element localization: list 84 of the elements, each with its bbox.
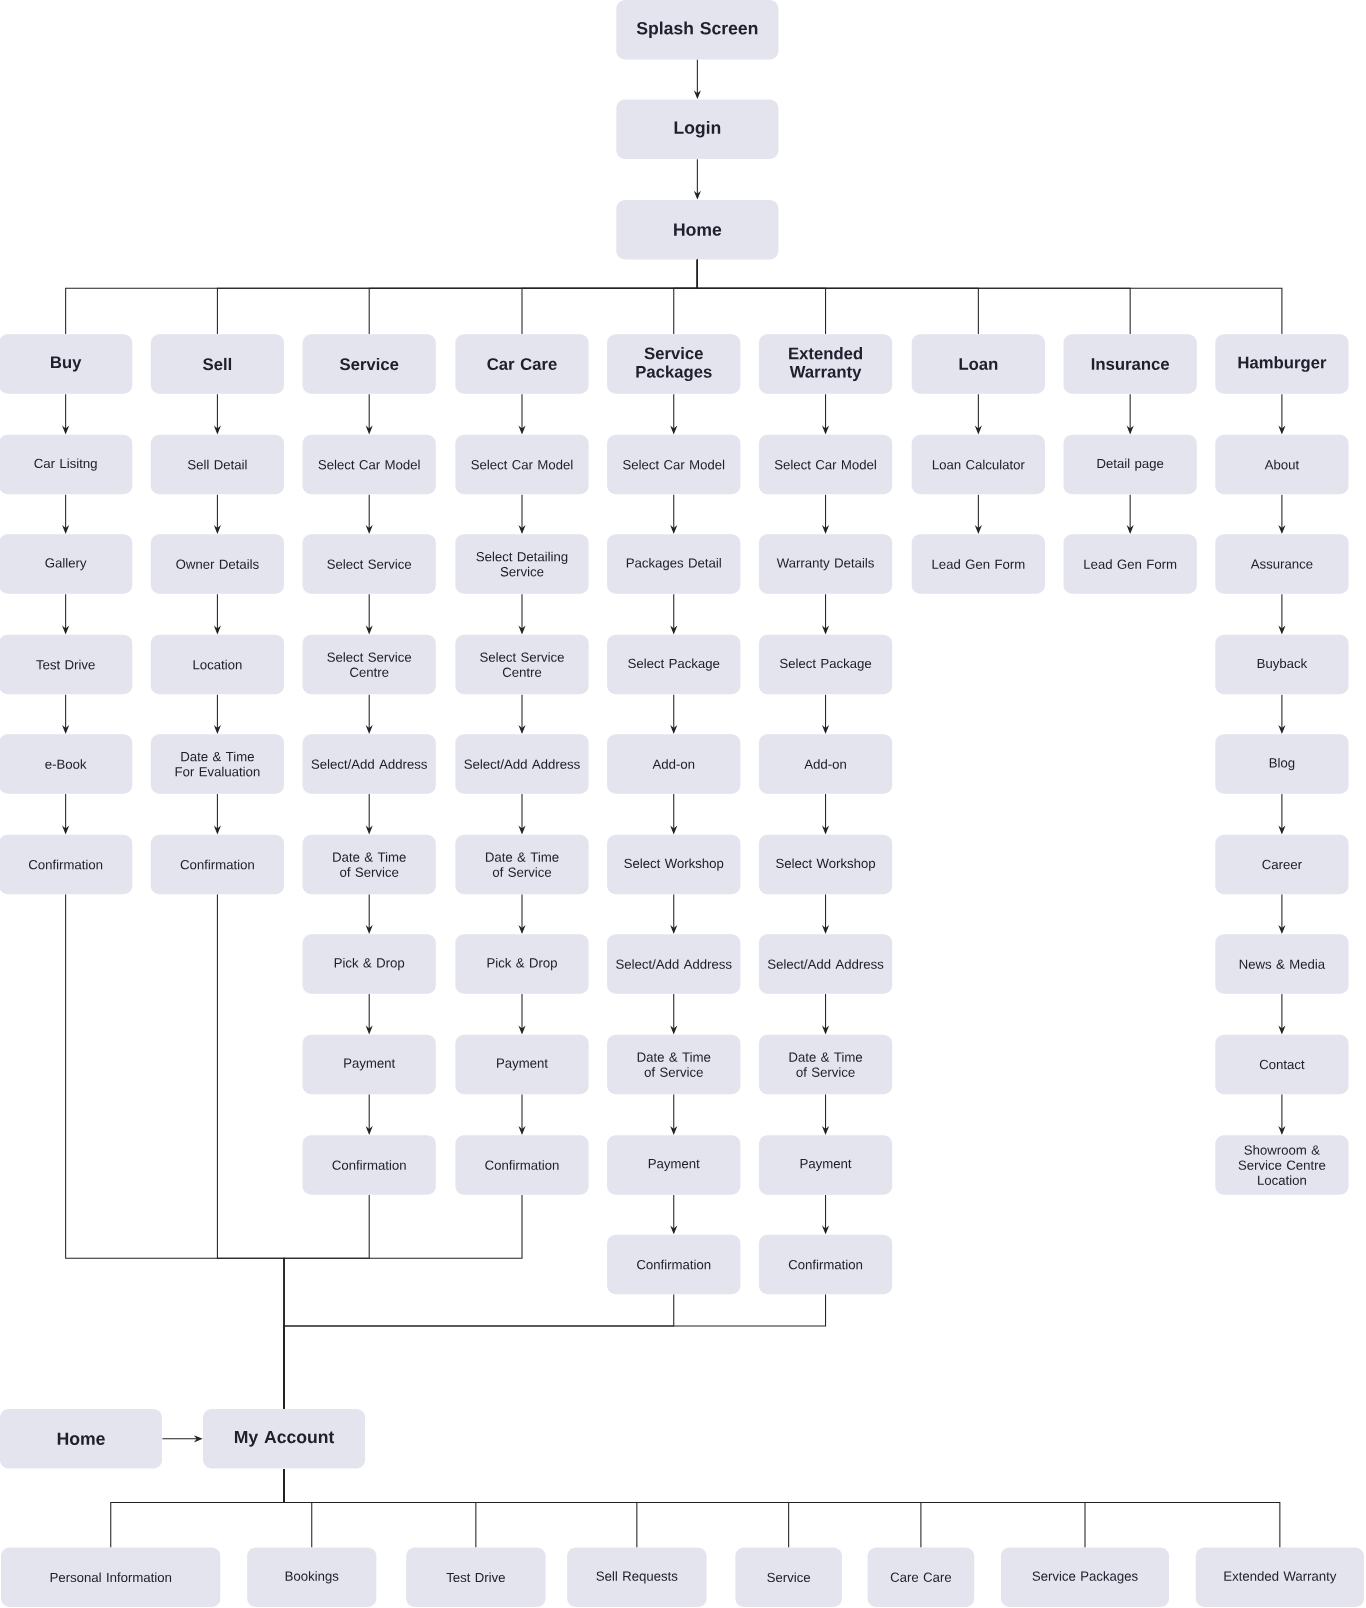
process-box: Service Packages (1000, 1547, 1170, 1607)
process-box: Sell (150, 334, 285, 394)
process-box: Splash Screen (616, 0, 779, 60)
process-box: Insurance (1063, 334, 1197, 394)
process-box: Buy (0, 334, 133, 394)
process-box: Gallery (0, 534, 133, 594)
process-box: Blog (1215, 734, 1349, 794)
process-box: Car Care (455, 334, 589, 394)
process-box: Select/Add Address (607, 934, 741, 994)
process-box: Confirmation (0, 834, 133, 895)
process-box: Hamburger (1215, 334, 1349, 394)
process-box: Payment (302, 1034, 436, 1095)
process-box: Car Lisitng (0, 434, 133, 495)
process-box: e-Book (0, 734, 133, 794)
process-box: Confirmation (455, 1135, 589, 1195)
process-box: Loan Calculator (911, 434, 1045, 495)
process-box: Confirmation (150, 834, 285, 895)
process-box: Payment (758, 1135, 893, 1195)
process-box: Service (302, 334, 436, 394)
process-box: Assurance (1215, 534, 1349, 594)
process-box: Select Workshop (758, 834, 893, 895)
process-box: Pick & Drop (302, 934, 436, 994)
process-box: Select Car Model (758, 434, 893, 495)
process-box: Sell Requests (567, 1547, 707, 1607)
process-box: Date & Time of Service (758, 1034, 893, 1095)
process-box: Payment (607, 1135, 741, 1195)
process-box: Location (150, 634, 285, 695)
arrow (62, 494, 70, 534)
process-box: Select Package (758, 634, 893, 695)
process-box: Confirmation (607, 1234, 741, 1295)
process-box: Packages Detail (607, 534, 741, 594)
process-box: Select/Add Address (455, 734, 589, 794)
arrow (670, 494, 678, 534)
process-box: Service (735, 1547, 842, 1607)
process-box: Select Workshop (607, 834, 741, 895)
arrow (822, 494, 830, 534)
connector-line (283, 1294, 827, 1410)
process-box: Extended Warranty (1195, 1547, 1364, 1607)
process-box: Care Care (867, 1547, 975, 1607)
process-box: Warranty Details (758, 534, 893, 594)
process-box: Select Package (607, 634, 741, 695)
process-box: Detail page (1063, 434, 1197, 495)
process-box: Lead Gen Form (1063, 534, 1197, 594)
process-box: About (1215, 434, 1349, 495)
process-box: Select/Add Address (302, 734, 436, 794)
process-box: Confirmation (302, 1135, 436, 1195)
process-box: Contact (1215, 1034, 1349, 1095)
process-box: Pick & Drop (455, 934, 589, 994)
process-box: Select Service (302, 534, 436, 594)
process-box: Showroom & Service Centre Location (1215, 1135, 1349, 1195)
process-box: Career (1215, 834, 1349, 895)
process-box: Home (616, 199, 779, 260)
process-box: Select Service Centre (455, 634, 589, 695)
process-box: Test Drive (0, 634, 133, 695)
process-box: Select/Add Address (758, 934, 893, 994)
process-box: Loan (911, 334, 1045, 394)
process-box: Test Drive (406, 1547, 546, 1607)
process-box: Payment (455, 1034, 589, 1095)
process-box: Owner Details (150, 534, 285, 594)
process-box: My Account (203, 1409, 366, 1469)
process-box: Date & Time of Service (455, 834, 589, 895)
process-box: Login (616, 99, 779, 159)
process-box: Select Car Model (607, 434, 741, 495)
process-box: Select Car Model (302, 434, 436, 495)
process-box: Buyback (1215, 634, 1349, 695)
process-box: Service Packages (607, 334, 741, 394)
process-box: Date & Time of Service (302, 834, 436, 895)
process-box: Select Detailing Service (455, 534, 589, 594)
process-box: Select Service Centre (302, 634, 436, 695)
process-box: Add-on (607, 734, 741, 794)
process-box: Add-on (758, 734, 893, 794)
process-box: Lead Gen Form (911, 534, 1045, 594)
process-box: Date & Time For Evaluation (150, 734, 285, 794)
process-box: Confirmation (758, 1234, 893, 1295)
process-box: Date & Time of Service (607, 1034, 741, 1095)
process-box: Sell Detail (150, 434, 285, 495)
connector-line (283, 1468, 1281, 1548)
process-box: Home (0, 1409, 163, 1469)
process-box: News & Media (1215, 934, 1349, 994)
process-box: Personal Information (1, 1547, 221, 1607)
process-box: Select Car Model (455, 434, 589, 495)
connector-line (696, 259, 1283, 335)
process-box: Bookings (247, 1547, 377, 1607)
process-box: Extended Warranty (758, 334, 893, 394)
